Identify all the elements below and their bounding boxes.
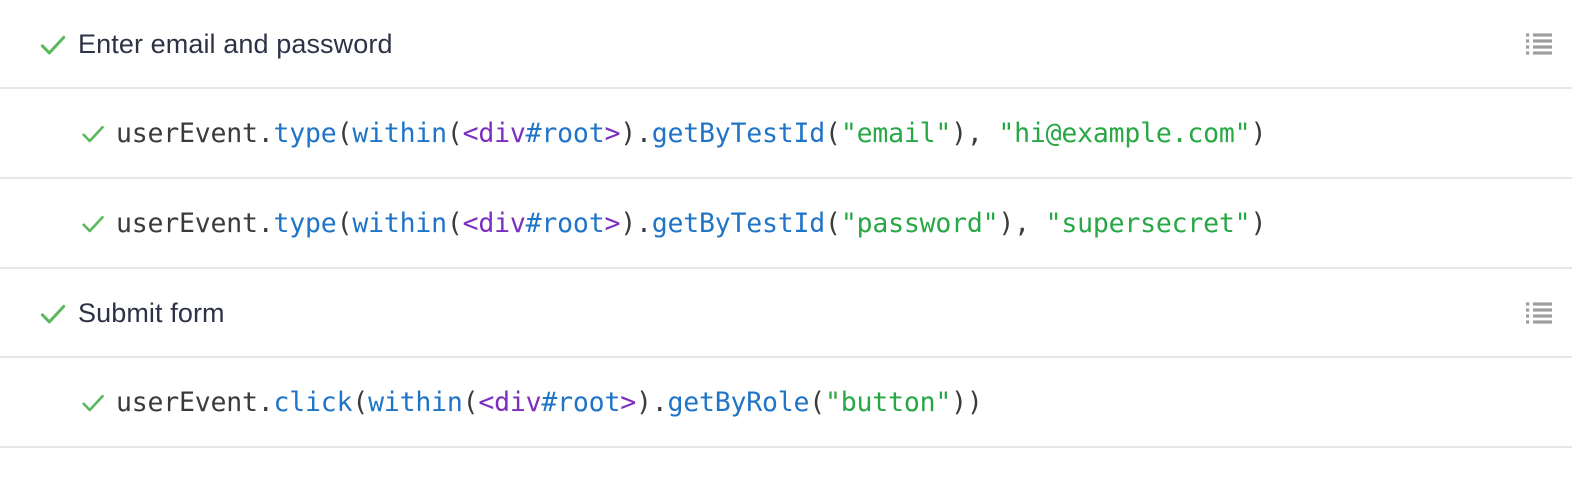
code-token-plain: ( bbox=[352, 386, 369, 418]
log-tail bbox=[0, 448, 1594, 479]
command-code: userEvent.type(within(<div#root>).getByT… bbox=[116, 207, 1267, 239]
code-token-selector-tag: <div bbox=[478, 386, 542, 418]
check-icon bbox=[36, 297, 70, 331]
code-token-method: getByRole bbox=[667, 386, 810, 418]
code-token-plain: ). bbox=[620, 117, 652, 149]
code-token-plain: ( bbox=[825, 117, 841, 149]
code-token-plain: ( bbox=[825, 207, 841, 239]
code-token-method: within bbox=[368, 386, 463, 418]
code-token-plain: ( bbox=[336, 117, 353, 149]
code-token-plain: ) bbox=[1250, 207, 1267, 239]
check-icon bbox=[78, 388, 108, 418]
code-token-selector-tag: <div bbox=[462, 117, 526, 149]
code-token-plain: ) bbox=[1250, 117, 1267, 149]
command-code: userEvent.type(within(<div#root>).getByT… bbox=[116, 117, 1267, 149]
code-token-method: click bbox=[273, 386, 353, 418]
test-step-label: Enter email and password bbox=[78, 29, 393, 59]
code-token-string: "button" bbox=[825, 386, 952, 418]
test-step-label: Submit form bbox=[78, 298, 225, 328]
code-token-plain: userEvent. bbox=[116, 207, 274, 239]
command-row[interactable]: userEvent.click(within(<div#root>).getBy… bbox=[0, 358, 1594, 448]
code-token-plain: ( bbox=[809, 386, 826, 418]
code-token-plain: ), bbox=[998, 207, 1046, 239]
command-row[interactable]: userEvent.type(within(<div#root>).getByT… bbox=[0, 179, 1594, 269]
code-token-string: "hi@example.com" bbox=[998, 117, 1251, 149]
code-token-method: type bbox=[273, 207, 337, 239]
code-token-plain: ( bbox=[462, 386, 479, 418]
code-token-plain: ). bbox=[635, 386, 668, 418]
command-code: userEvent.click(within(<div#root>).getBy… bbox=[116, 386, 983, 418]
test-step-row[interactable]: Submit form bbox=[0, 269, 1594, 358]
code-token-plain: ( bbox=[446, 117, 463, 149]
code-token-selector-id: #root bbox=[525, 117, 605, 149]
code-token-string: "password" bbox=[840, 207, 999, 239]
code-token-string: "supersecret" bbox=[1045, 207, 1251, 239]
code-token-plain: ), bbox=[951, 117, 999, 149]
list-icon[interactable] bbox=[1526, 32, 1552, 57]
code-token-method: within bbox=[352, 117, 447, 149]
code-token-string: "email" bbox=[840, 117, 952, 149]
code-token-plain: ). bbox=[620, 207, 652, 239]
code-token-selector-tag: <div bbox=[462, 207, 526, 239]
code-token-plain: userEvent. bbox=[116, 117, 274, 149]
code-token-selector-id: #root bbox=[525, 207, 605, 239]
code-token-plain: userEvent. bbox=[116, 386, 274, 418]
code-token-selector-tag: > bbox=[620, 386, 636, 418]
code-token-plain: )) bbox=[951, 386, 983, 418]
code-token-plain: ( bbox=[446, 207, 463, 239]
command-row[interactable]: userEvent.type(within(<div#root>).getByT… bbox=[0, 89, 1594, 179]
check-icon bbox=[78, 119, 108, 149]
code-token-method: type bbox=[273, 117, 337, 149]
test-step-row[interactable]: Enter email and password bbox=[0, 0, 1594, 89]
code-token-plain: ( bbox=[336, 207, 353, 239]
code-token-method: getByTestId bbox=[651, 117, 826, 149]
code-token-method: within bbox=[352, 207, 447, 239]
check-icon bbox=[36, 28, 70, 62]
code-token-selector-id: #root bbox=[541, 386, 621, 418]
list-icon[interactable] bbox=[1526, 301, 1552, 326]
code-token-selector-tag: > bbox=[604, 207, 621, 239]
code-token-selector-tag: > bbox=[604, 117, 621, 149]
code-token-method: getByTestId bbox=[651, 207, 826, 239]
check-icon bbox=[78, 209, 108, 239]
